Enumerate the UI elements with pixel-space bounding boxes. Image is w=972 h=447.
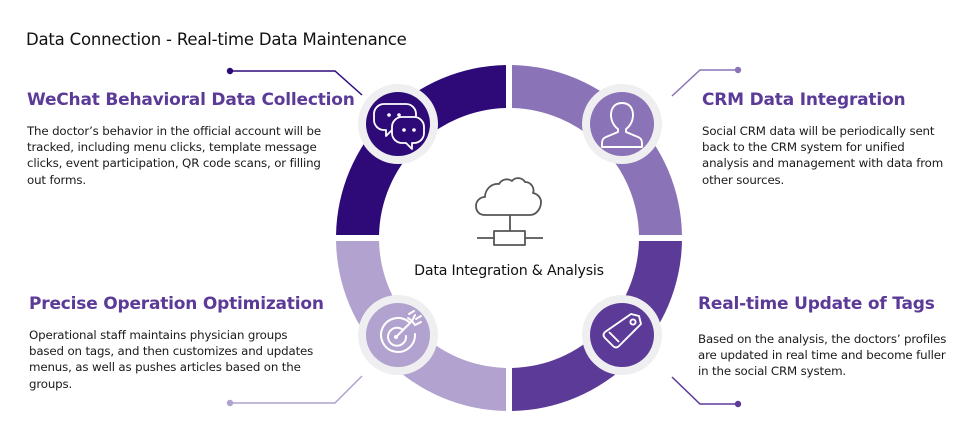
connector-tags [671, 376, 742, 408]
connector-dot [734, 400, 742, 408]
connector-wechat [226, 67, 363, 96]
ring [336, 65, 682, 411]
section-heading: CRM Data Integration [702, 90, 906, 110]
connector-dot [226, 67, 234, 75]
center-label: Data Integration & Analysis [414, 263, 604, 279]
section-body: Operational staff maintains physician gr… [29, 328, 314, 391]
connector-dot [226, 399, 234, 407]
section-crm: CRM Data Integration Social CRM data wil… [702, 90, 962, 188]
section-heading: Precise Operation Optimization [29, 294, 324, 314]
section-wechat: WeChat Behavioral Data Collection The do… [27, 90, 357, 188]
section-operation: Precise Operation Optimization Operation… [29, 294, 329, 392]
section-heading: WeChat Behavioral Data Collection [27, 90, 355, 110]
connector-operation [226, 375, 363, 407]
tag-icon [602, 313, 642, 349]
badge-operation [358, 295, 438, 375]
user-profile-icon [601, 102, 643, 148]
badge-tags [582, 295, 662, 375]
ring-segment-operation [336, 241, 506, 411]
section-body: Social CRM data will be periodically sen… [702, 124, 944, 187]
ring-segment-crm [512, 65, 682, 235]
section-tags: Real-time Update of Tags Based on the an… [698, 294, 968, 380]
section-heading: Real-time Update of Tags [698, 294, 935, 314]
page-title: Data Connection - Real-time Data Mainten… [26, 30, 407, 49]
section-body: The doctor’s behavior in the official ac… [27, 124, 321, 187]
cloud-network-icon [475, 177, 543, 246]
ring-segment-wechat [336, 65, 506, 235]
connector-crm [671, 66, 742, 97]
ring-segment-tags [512, 241, 682, 411]
target-arrow-icon [380, 310, 422, 353]
wechat-chat-bubbles-icon [373, 103, 425, 150]
section-body: Based on the analysis, the doctors’ prof… [698, 332, 947, 379]
badge-wechat [358, 84, 438, 164]
badge-crm [582, 84, 662, 164]
connector-dot [734, 66, 742, 74]
